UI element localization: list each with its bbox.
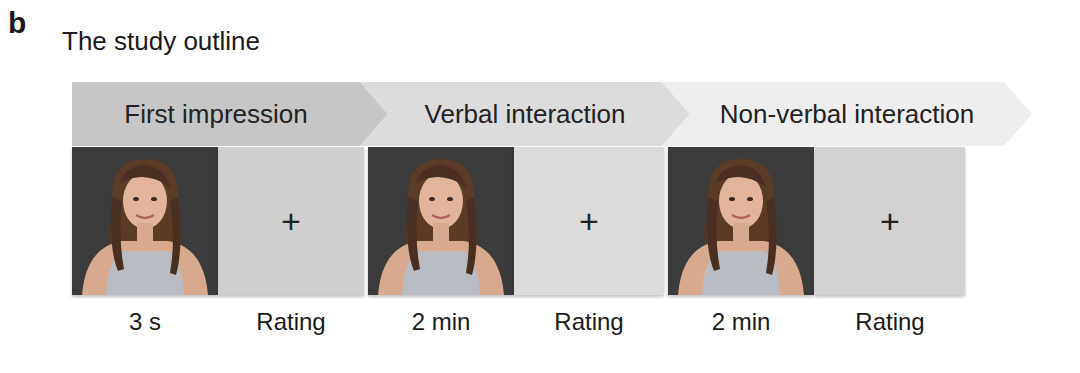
duration-label: 2 min — [412, 308, 471, 336]
chevron-outline — [72, 82, 388, 146]
figure-title: The study outline — [62, 26, 260, 57]
step-label: Rating — [855, 308, 924, 336]
phase-chevron: Non-verbal interaction — [662, 82, 1032, 146]
fixation-cross: + — [880, 202, 900, 241]
duration-label: 2 min — [712, 308, 771, 336]
chevron-outline — [360, 82, 690, 146]
step-label: Rating — [256, 308, 325, 336]
fixation-cross: + — [579, 202, 599, 241]
rating-panel: + — [218, 147, 364, 295]
panel-letter: b — [8, 6, 26, 40]
phase-name: Non-verbal interaction — [720, 99, 974, 130]
step-label: Rating — [554, 308, 623, 336]
duration-label: 3 s — [129, 308, 161, 336]
fixation-cross: + — [281, 202, 301, 241]
rating-panel: + — [815, 147, 965, 295]
rating-panel: + — [514, 147, 664, 295]
phase-chevron: Verbal interaction — [360, 82, 690, 146]
phase-chevron: First impression — [72, 82, 388, 146]
chevron-outline — [662, 82, 1032, 146]
phase-name: Verbal interaction — [425, 99, 626, 130]
phase-name: First impression — [124, 99, 307, 130]
